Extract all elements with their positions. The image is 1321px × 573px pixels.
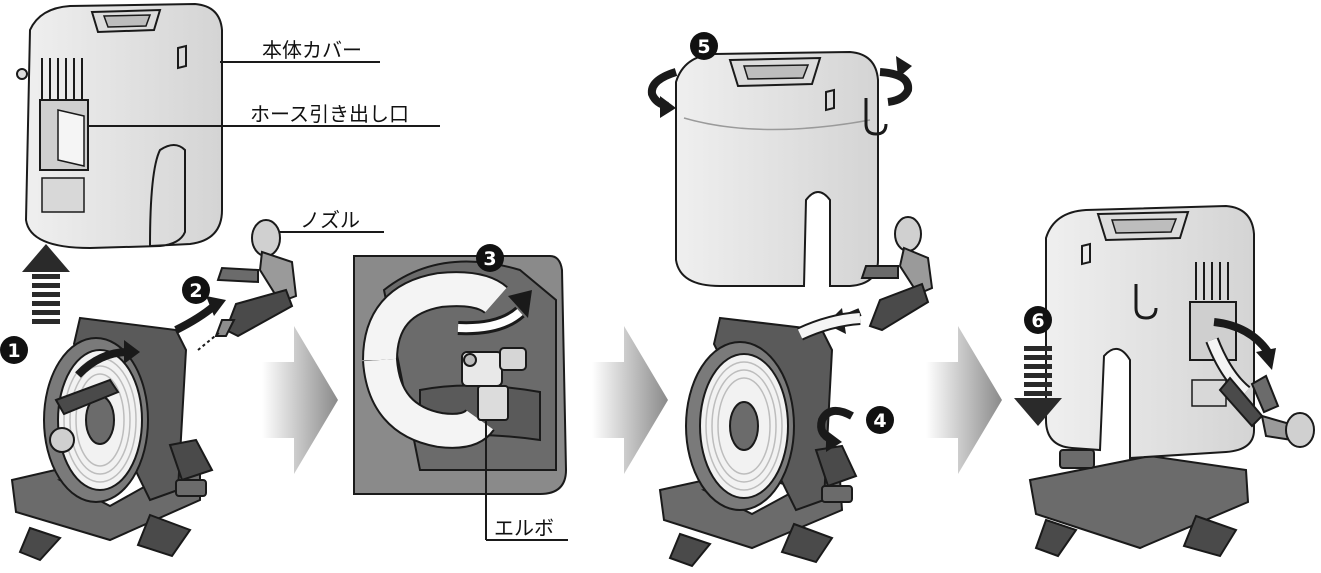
svg-text:2: 2 bbox=[189, 280, 202, 302]
svg-text:1: 1 bbox=[7, 340, 20, 362]
nozzle-detached bbox=[214, 219, 298, 338]
svg-text:4: 4 bbox=[873, 410, 886, 432]
body-cover-installed bbox=[1045, 204, 1255, 460]
panel-1-cover-removal: 本体カバー ホース引き出し口 ノズル bbox=[0, 2, 440, 562]
svg-text:3: 3 bbox=[483, 248, 496, 270]
rotate-arrow-icon-3 bbox=[457, 290, 532, 336]
panel-2-elbow-closeup: エルボ 3 bbox=[353, 244, 568, 541]
nozzle-panel-4 bbox=[1218, 374, 1315, 448]
flow-arrow-icon-1 bbox=[262, 326, 338, 474]
flow-arrow-icon-2 bbox=[592, 326, 668, 474]
hose-reel-2 bbox=[658, 311, 861, 568]
hook-icon-installed bbox=[1134, 284, 1158, 320]
svg-text:5: 5 bbox=[697, 36, 710, 58]
rotate-arrow-icon-5a bbox=[647, 68, 678, 118]
label-elbow: エルボ bbox=[494, 516, 554, 540]
nozzle-panel-3 bbox=[860, 216, 934, 332]
hose-reel-1 bbox=[10, 316, 214, 562]
curved-arrow-icon-6 bbox=[1213, 318, 1276, 370]
label-nozzle: ノズル bbox=[300, 208, 360, 232]
step-badge-3: 3 bbox=[476, 244, 504, 272]
rotate-arrow-icon-4 bbox=[817, 406, 854, 452]
label-hose-outlet: ホース引き出し口 bbox=[250, 102, 409, 126]
hook-icon bbox=[864, 98, 888, 136]
step-badge-4: 4 bbox=[866, 406, 894, 434]
elbow-fitting bbox=[461, 347, 527, 421]
step-badge-6: 6 bbox=[1024, 306, 1052, 334]
label-body-cover: 本体カバー bbox=[262, 38, 362, 62]
svg-text:6: 6 bbox=[1031, 310, 1044, 332]
up-arrow-icon bbox=[22, 244, 70, 324]
panel-4-cover-installed: 6 bbox=[1014, 204, 1315, 558]
panel-3-cover-turn: 5 bbox=[647, 32, 934, 568]
step-badge-2: 2 bbox=[182, 276, 210, 304]
body-cover-floating bbox=[675, 50, 888, 287]
down-arrow-icon bbox=[1014, 346, 1062, 426]
step-badge-5: 5 bbox=[690, 32, 718, 60]
flow-arrow-icon-3 bbox=[926, 326, 1002, 474]
rotate-arrow-icon-5b bbox=[879, 56, 913, 106]
step-badge-1: 1 bbox=[0, 336, 28, 364]
